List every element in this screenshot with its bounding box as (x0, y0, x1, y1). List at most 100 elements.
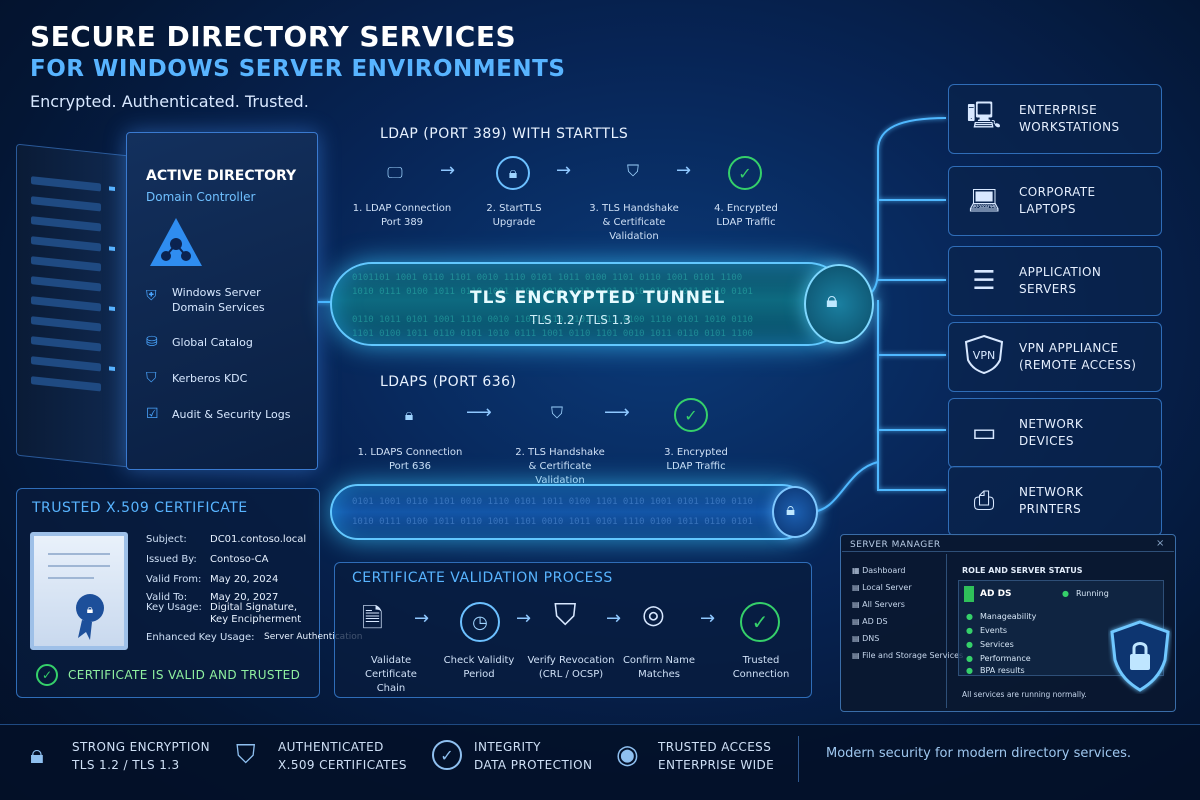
arrow-icon: → (414, 608, 430, 629)
server-title: ACTIVE DIRECTORY (146, 168, 297, 184)
arrow-icon: → (676, 160, 692, 181)
sm-nav-item-local-server[interactable]: ▤ Local Server (852, 583, 912, 592)
shield-icon: ⛨ (146, 288, 157, 304)
status-check-item: BPA results (980, 666, 1025, 675)
close-icon[interactable]: × (1156, 538, 1165, 549)
server-side-panel (16, 143, 138, 469)
device-label: CORPORATE (1019, 185, 1096, 199)
feature-title: STRONG ENCRYPTION (72, 740, 210, 754)
server-vents (31, 176, 115, 392)
cert-field-key: Subject: (146, 534, 187, 545)
shield-check-icon: ⛉ (550, 403, 563, 422)
status-check-item: Events (980, 626, 1008, 635)
arrow-icon: → (440, 160, 456, 181)
role-name: AD DS (980, 589, 1012, 599)
server-item-label: Domain Services (172, 301, 265, 314)
switch-icon: ▭ (971, 418, 997, 448)
arrow-icon: → (700, 608, 716, 629)
svg-text:0101101 1001 0110 1101 0010 11: 0101101 1001 0110 1101 0010 1110 0101 10… (352, 273, 742, 283)
feature-subtitle: TLS 1.2 / TLS 1.3 (72, 758, 180, 772)
cert-field-key: Valid From: (146, 574, 202, 585)
sm-nav-item-all-servers[interactable]: ▤ All Servers (852, 600, 905, 609)
checklist-icon: ☑ (146, 406, 159, 422)
certificate-title: TRUSTED X.509 CERTIFICATE (32, 500, 248, 516)
device-label: APPLICATION (1019, 265, 1102, 279)
feature-subtitle: X.509 CERTIFICATES (278, 758, 407, 772)
svg-text:🔒︎: 🔒︎ (87, 602, 93, 616)
active-directory-server (126, 132, 318, 470)
shield-check-icon: ⛉ (236, 740, 256, 770)
device-label: SERVERS (1019, 282, 1077, 296)
device-label: PRINTERS (1019, 502, 1082, 516)
footer-tagline: Modern security for modern directory ser… (826, 746, 1132, 761)
page-subtitle: FOR WINDOWS SERVER ENVIRONMENTS (30, 56, 566, 82)
tls-tunnel: 0101101 1001 0110 1101 0010 1110 0101 10… (330, 262, 850, 346)
sm-nav-item-file-storage[interactable]: ▤ File and Storage Services (852, 651, 964, 660)
printer-icon: ⎙ (973, 485, 995, 516)
lock-icon: 🔒︎ (404, 405, 414, 424)
tunnel-title: TLS ENCRYPTED TUNNEL (470, 288, 726, 308)
server-rack-icon: ☰ (972, 266, 996, 296)
cert-field-value: Contoso-CA (210, 554, 269, 565)
shield-check-icon: ⛉ (554, 598, 577, 633)
cert-eku-value: Server Authentication (264, 632, 363, 642)
shield-check-icon: ⛉ (146, 370, 157, 386)
device-label: ENTERPRISE (1019, 103, 1098, 117)
sm-nav-item-dashboard[interactable]: ▦ Dashboard (852, 566, 906, 575)
certificate-document-icon: 🔒︎ (30, 532, 128, 650)
check-circle-icon: ✓ (674, 398, 708, 432)
validation-step-caption: Verify Revocation(CRL / OCSP) (527, 655, 615, 680)
server-item-label: Audit & Security Logs (172, 408, 291, 421)
cert-field-value: May 20, 2027 (210, 592, 279, 603)
device-label: DEVICES (1019, 434, 1074, 448)
device-label: VPN APPLIANCE (1019, 341, 1119, 355)
feature-subtitle: ENTERPRISE WIDE (658, 758, 775, 772)
check-circle-icon: ✓ (728, 156, 762, 190)
cert-field-value: Key Encipherment (210, 614, 302, 625)
lock-icon: 🔒︎ (826, 288, 838, 313)
validation-panel (334, 562, 812, 698)
vpn-shield-icon: VPN (949, 334, 1019, 381)
svg-text:VPN: VPN (973, 349, 995, 362)
cert-field-key: Valid To: (146, 592, 188, 603)
cert-field-key: Issued By: (146, 554, 197, 565)
server-item-label: Kerberos KDC (172, 372, 248, 385)
check-circle-icon: ✓ (36, 664, 58, 686)
users-icon: ◉ (616, 740, 639, 770)
sm-nav-item-ad-ds[interactable]: ▤ AD DS (852, 617, 888, 626)
arrow-icon: ⟶ (604, 402, 630, 423)
security-shield-icon (1110, 620, 1170, 692)
validation-title: CERTIFICATE VALIDATION PROCESS (352, 570, 613, 586)
server-manager-title: SERVER MANAGER (850, 540, 941, 550)
arrow-icon: → (516, 608, 532, 629)
certificate-status: CERTIFICATE IS VALID AND TRUSTED (68, 668, 301, 682)
sm-nav-item-dns[interactable]: ▤ DNS (852, 634, 880, 643)
binary-stream-pattern: 0101 1001 0110 1101 0010 1110 0101 1011 … (352, 497, 753, 527)
server-manager-titlebar (842, 536, 1174, 552)
page-tagline: Encrypted. Authenticated. Trusted. (30, 92, 309, 111)
feature-title: AUTHENTICATED (278, 740, 384, 754)
check-circle-icon: ● (966, 626, 973, 635)
device-label: LAPTOPS (1019, 202, 1076, 216)
role-state: Running (1076, 589, 1109, 598)
svg-text:1010 0111 0100 1011 0110 1001: 1010 0111 0100 1011 0110 1001 1101 0010 … (352, 287, 753, 297)
ad-logo-icon (150, 218, 202, 266)
cert-field-key: Key Usage: (146, 602, 202, 613)
feature-title: TRUSTED ACCESS (658, 740, 772, 754)
shield-check-icon: ⛉ (626, 161, 639, 180)
workstation-icon: 🖳 (966, 101, 1002, 131)
feature-subtitle: DATA PROTECTION (474, 758, 593, 772)
